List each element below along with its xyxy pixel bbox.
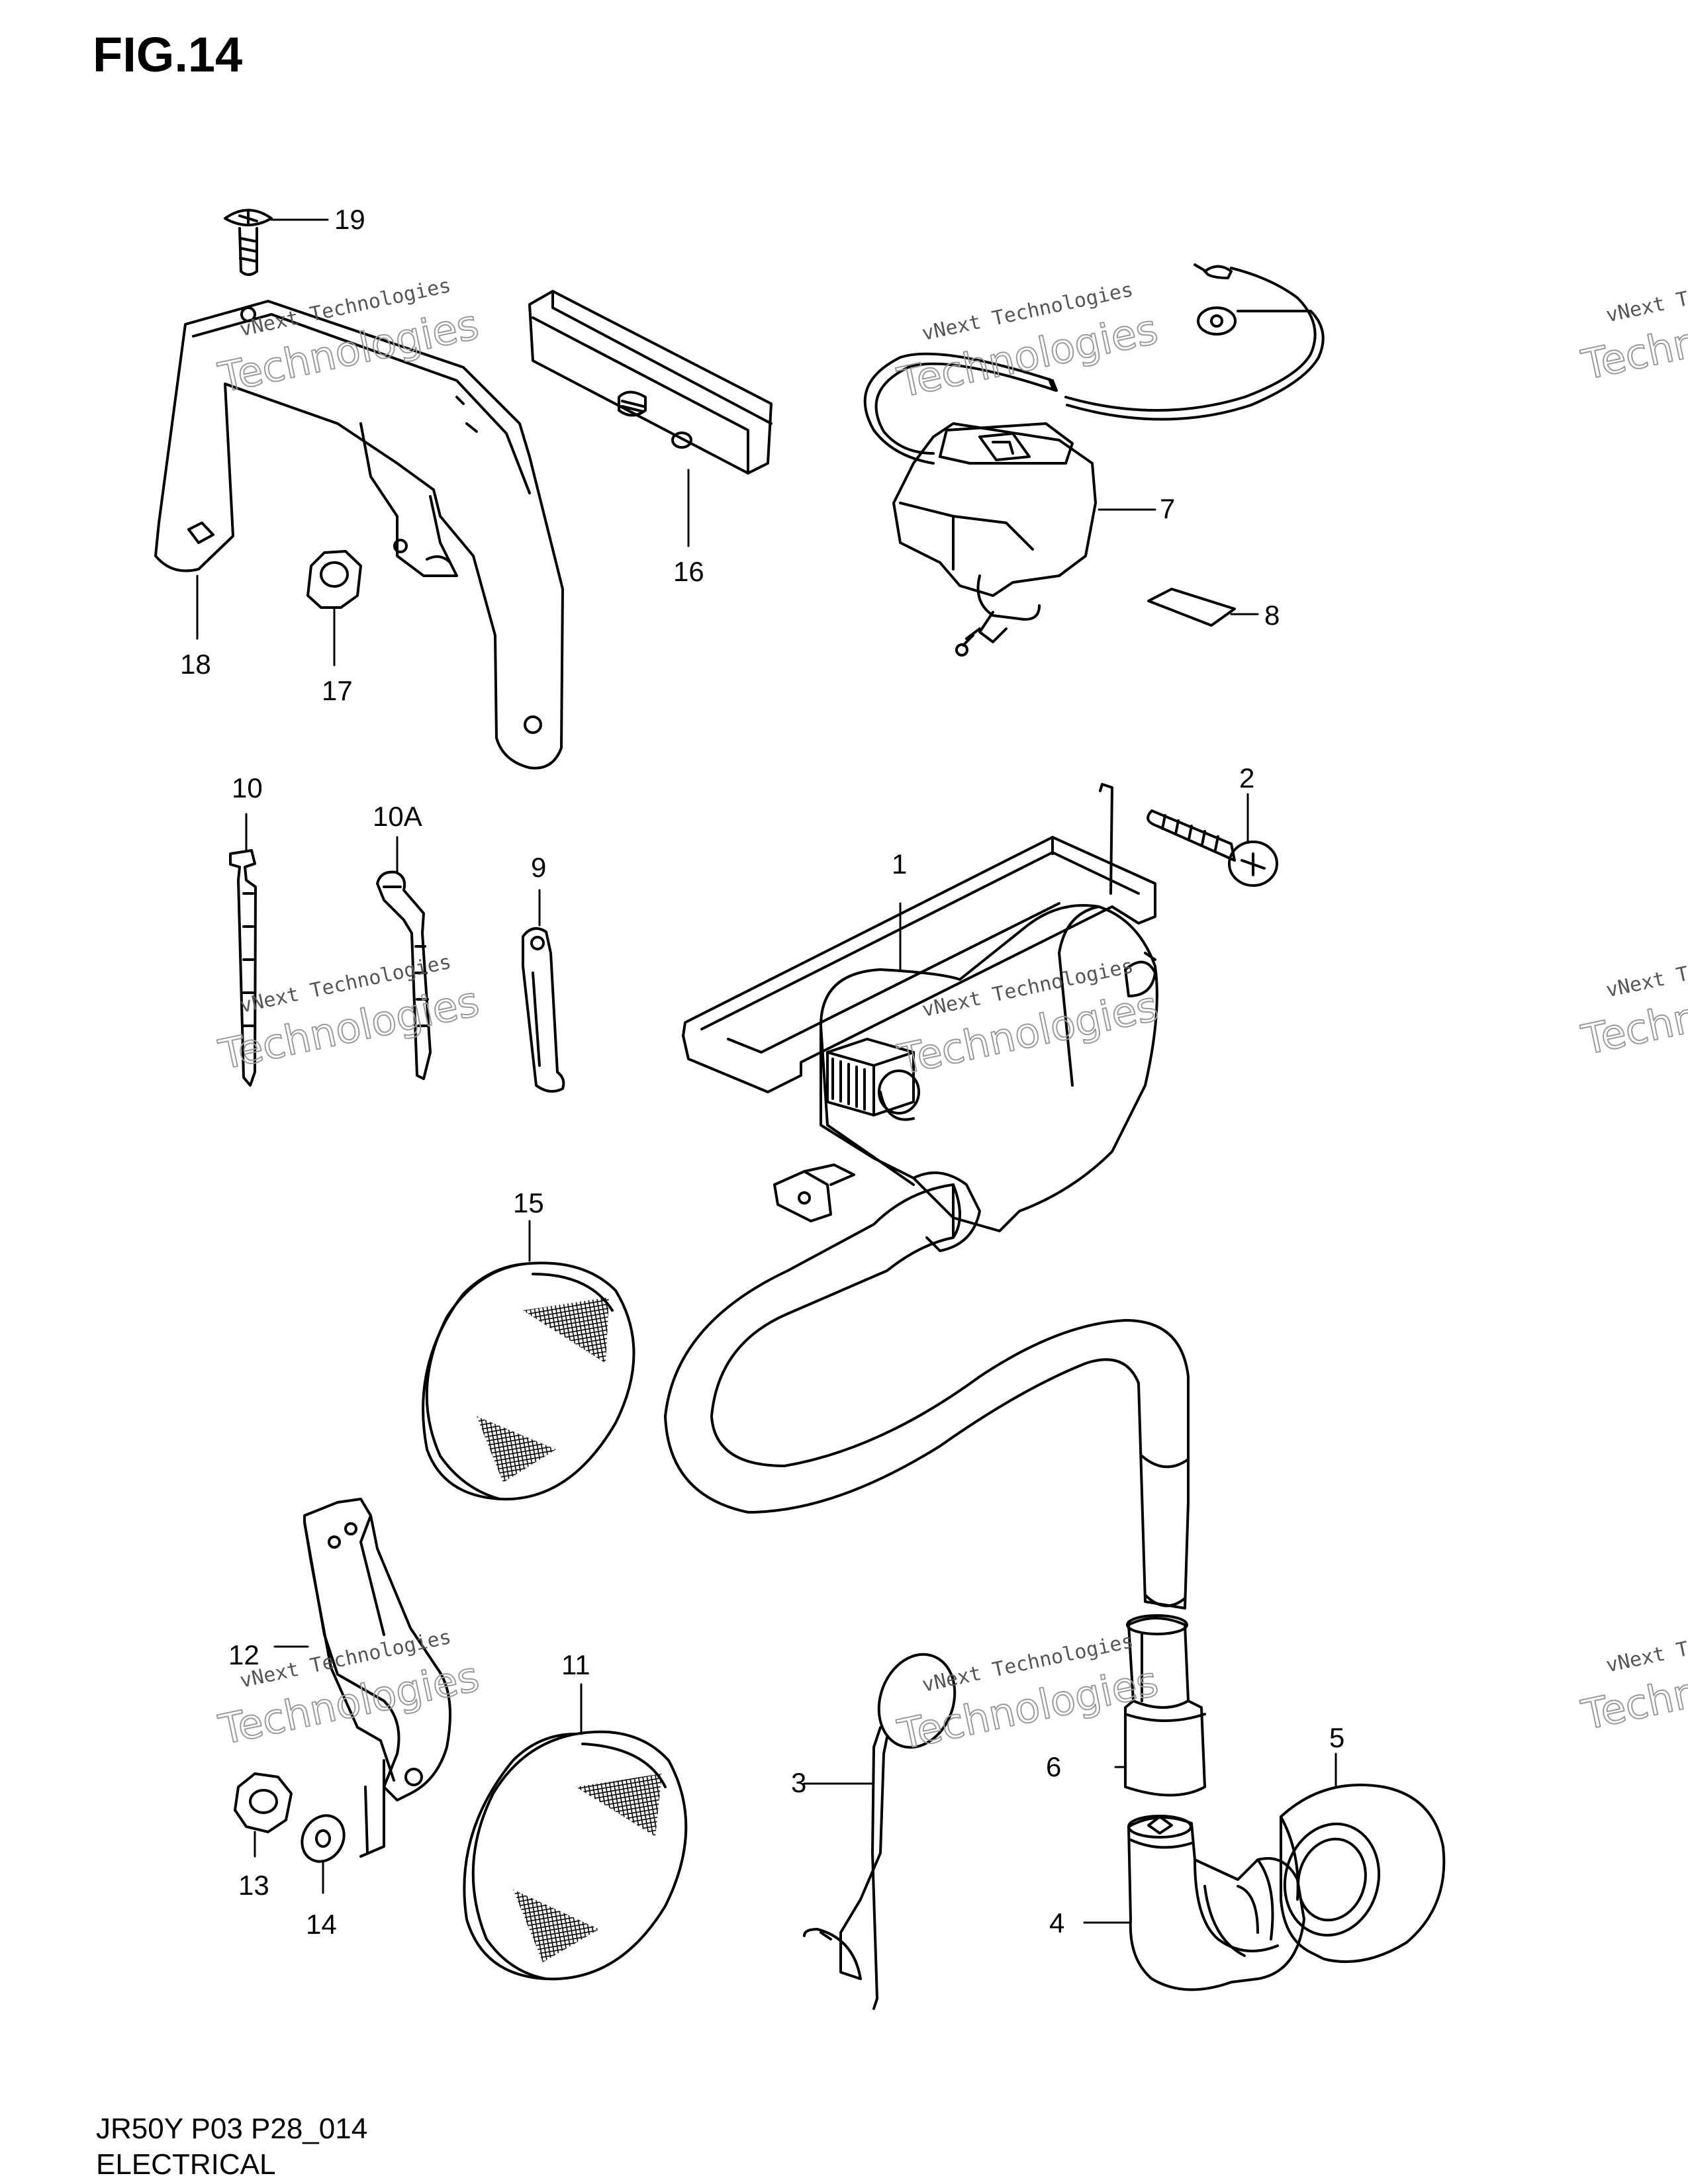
part-15-reflector: [422, 1261, 635, 1501]
label-part-1: 1: [892, 848, 907, 880]
label-part-11: 11: [561, 1649, 590, 1680]
watermark-3: vNext Technologies Technologies: [1577, 260, 1688, 390]
footer: JR50Y P03 P28_014 ELECTRICAL: [96, 2111, 367, 2183]
watermark-text: vNext Technologies: [1604, 260, 1688, 328]
label-part-10: 10: [232, 772, 263, 803]
part-labels: 19 18 17 16 7 8 2 1 10 10A 9 15 12 11 3 …: [180, 204, 1344, 1940]
watermark-8: vNext Technologies Technologies: [893, 1629, 1163, 1760]
watermark-9: vNext Technologies Technologies: [1577, 1610, 1688, 1741]
part-2-bolt: [1099, 783, 1278, 895]
part-14-washer: [301, 1814, 346, 1863]
label-part-13: 13: [238, 1870, 269, 1901]
label-part-3: 3: [791, 1767, 806, 1798]
label-part-16: 16: [673, 556, 704, 587]
watermarks: vNext Technologies Technologies vNext Te…: [214, 260, 1688, 1760]
leader-lines: [196, 218, 1337, 1924]
part-17-nut: [306, 550, 362, 609]
part-10-cable-tie: [229, 849, 257, 1087]
label-part-2: 2: [1239, 762, 1254, 794]
part-10a-band: [376, 870, 432, 1080]
part-4-plug-cap: [1127, 1815, 1305, 1991]
label-part-7: 7: [1160, 493, 1175, 524]
label-part-17: 17: [322, 675, 353, 706]
label-part-6: 6: [1046, 1751, 1061, 1782]
label-part-12: 12: [228, 1639, 259, 1670]
section-name: ELECTRICAL: [96, 2148, 276, 2181]
part-3-wire-clip: [803, 1653, 957, 2010]
label-part-18: 18: [180, 649, 211, 680]
label-part-14: 14: [306, 1909, 337, 1940]
label-part-5: 5: [1329, 1722, 1344, 1753]
model-code: JR50Y P03 P28_014: [96, 2113, 368, 2145]
watermark-4: vNext Technologies Technologies: [214, 950, 484, 1080]
part-13-nut: [234, 1772, 293, 1833]
watermark-6: vNext Technologies Technologies: [1577, 935, 1688, 1066]
watermark-text: vNext Technologies: [1604, 1610, 1688, 1678]
watermark-2: vNext Technologies Technologies: [892, 278, 1162, 408]
label-part-4: 4: [1049, 1907, 1064, 1938]
part-6-cap: [1124, 1614, 1206, 1797]
label-part-9: 9: [531, 852, 546, 883]
label-part-19: 19: [334, 204, 365, 235]
part-5-cover: [1280, 1784, 1446, 1964]
part-12-stay: [303, 1498, 451, 1858]
coil-cable: [664, 1171, 1190, 1610]
watermark-5: vNext Technologies Technologies: [893, 954, 1163, 1085]
part-9-clamp: [522, 927, 565, 1093]
watermark-1: vNext Technologies Technologies: [214, 274, 484, 403]
label-part-10a: 10A: [373, 801, 422, 832]
watermark-text: vNext Technologies: [1604, 935, 1688, 1003]
part-16-pad: [528, 290, 773, 475]
figure-title: FIG.14: [93, 27, 243, 82]
part-18-bracket: [154, 300, 564, 770]
part-8-label: [1147, 588, 1236, 627]
part-19-screw: [224, 208, 273, 276]
part-1-ignition-coil: [682, 836, 1158, 1232]
part-11-reflector: [463, 1730, 688, 1981]
label-part-8: 8: [1264, 600, 1280, 631]
label-part-15: 15: [513, 1187, 544, 1218]
part-7-switch: [863, 263, 1325, 657]
